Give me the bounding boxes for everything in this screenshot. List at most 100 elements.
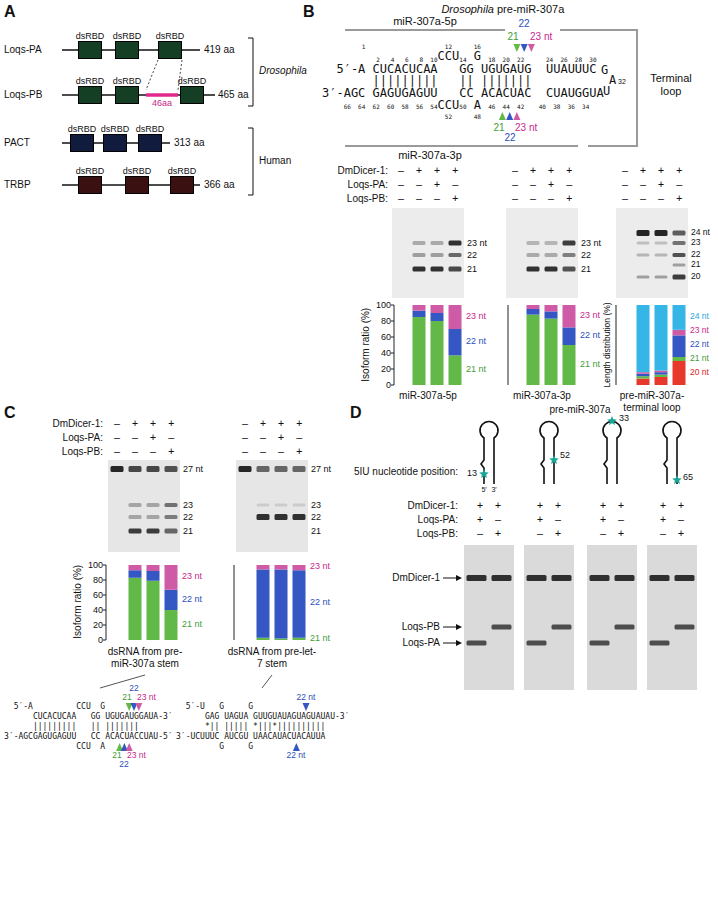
gel-band bbox=[615, 575, 635, 581]
figure-label: 21 bbox=[183, 526, 193, 536]
figure-label: miR-307a-5p bbox=[393, 15, 457, 28]
bar-segment bbox=[413, 317, 426, 385]
figure-label: 366 aa bbox=[204, 179, 235, 191]
sequence-text: U bbox=[603, 85, 610, 99]
bar-segment bbox=[129, 565, 142, 570]
figure-label: 465 aa bbox=[218, 89, 249, 101]
figure-label: PACT bbox=[4, 137, 30, 149]
cleavage-arrowhead bbox=[293, 743, 300, 751]
figure-label: Loqs-PB: bbox=[62, 446, 103, 458]
domain-label: dsRBD bbox=[156, 31, 185, 41]
figure-label: miR-307a-5p bbox=[399, 390, 457, 402]
gel-band bbox=[293, 504, 306, 507]
iodouracil-star bbox=[672, 475, 682, 484]
figure-label: 100 bbox=[376, 300, 391, 310]
gel-band bbox=[563, 241, 576, 246]
figure-label: 21 nt bbox=[690, 354, 709, 364]
figure-label: 80 bbox=[381, 316, 391, 326]
domain-label: dsRBD bbox=[113, 76, 142, 86]
hairpin-schematic bbox=[663, 422, 681, 484]
sequence-text: + + bbox=[660, 500, 684, 512]
gel-band bbox=[545, 241, 558, 245]
gel-band bbox=[147, 466, 160, 472]
gel-band bbox=[673, 264, 686, 267]
axis-line bbox=[508, 305, 509, 385]
gel-band bbox=[257, 466, 270, 472]
sequence-text: ||||||||| || ||||||| bbox=[4, 722, 139, 731]
axis-tick bbox=[391, 369, 394, 370]
gel-band bbox=[552, 575, 572, 581]
bar-segment bbox=[431, 321, 444, 385]
bar-segment bbox=[257, 638, 270, 640]
figure-label: 24 nt bbox=[691, 228, 710, 238]
axis-tick bbox=[103, 565, 106, 566]
sequence-text: – – – + bbox=[512, 193, 572, 205]
figure-label: Drosophila bbox=[441, 3, 494, 16]
gel-band bbox=[527, 241, 540, 245]
sequence-text: G G bbox=[176, 742, 253, 751]
figure-label: 52 bbox=[560, 450, 570, 460]
bar-segment bbox=[165, 590, 178, 610]
gel-band bbox=[655, 276, 668, 279]
domain-label: dsRBD bbox=[123, 166, 152, 176]
figure-label: Terminal loop bbox=[641, 72, 701, 97]
domain-label: dsRBD bbox=[101, 124, 130, 134]
sequence-text: CCU G bbox=[322, 50, 481, 64]
figure-label: 23 nt bbox=[310, 561, 330, 571]
gel-band bbox=[467, 575, 487, 581]
figure-label: 21 nt bbox=[310, 633, 330, 643]
figure-label: 27 nt bbox=[311, 464, 331, 474]
sequence-text: + – bbox=[537, 514, 561, 526]
cleavage-arrowhead bbox=[513, 44, 520, 52]
gel-image bbox=[616, 208, 688, 298]
gel-band bbox=[527, 575, 547, 581]
figure-label: 100 bbox=[88, 560, 103, 570]
gel-band bbox=[413, 253, 426, 257]
bar-segment bbox=[655, 305, 668, 371]
figure-label: DmDicer-1: bbox=[52, 418, 103, 430]
gel-band bbox=[563, 253, 576, 257]
axis-line bbox=[106, 565, 107, 640]
figure-label: 22 bbox=[467, 250, 477, 260]
figure-label: DmDicer-1: bbox=[337, 165, 388, 177]
bar-segment bbox=[673, 305, 686, 330]
gel-band bbox=[129, 529, 142, 534]
sequence-text: – – + – bbox=[114, 432, 174, 444]
bar-segment bbox=[413, 311, 426, 317]
figure-label: 46aa bbox=[152, 98, 172, 108]
figure-label: Loqs-PA bbox=[4, 44, 42, 56]
panel-letter: A bbox=[4, 3, 16, 21]
gel-band bbox=[650, 575, 670, 581]
gel-band bbox=[590, 641, 610, 646]
bar-segment bbox=[165, 565, 178, 590]
figure-label: 22 nt bbox=[287, 751, 306, 761]
bar-segment bbox=[275, 565, 288, 570]
bar-segment bbox=[129, 578, 142, 640]
arm-bracket bbox=[345, 29, 505, 31]
gel-image bbox=[236, 460, 308, 552]
figure-label: 3′ bbox=[491, 486, 496, 494]
figure-label: 21 bbox=[467, 264, 477, 274]
domain-label: dsRBD bbox=[76, 76, 105, 86]
figure-label: 23 bbox=[183, 500, 193, 510]
sequence-text: 3′-AGCGAGUGAGUU CC ACACUACCUAU-5′ bbox=[4, 732, 173, 741]
group-bracket bbox=[248, 38, 253, 106]
figure-label: 22 nt bbox=[182, 594, 202, 604]
sequence-text: – + + + bbox=[512, 165, 572, 177]
gel-band bbox=[655, 230, 668, 236]
sequence-text: – – – + bbox=[398, 193, 458, 205]
bar-segment bbox=[545, 305, 558, 311]
bar-segment bbox=[673, 330, 686, 336]
figure-label: 21 bbox=[493, 122, 504, 134]
domain-label: dsRBD bbox=[113, 31, 142, 41]
sequence-text: – – + – bbox=[622, 179, 682, 191]
figure-label: 23 nt bbox=[515, 122, 537, 134]
figure-label: 27 nt bbox=[183, 464, 203, 474]
figure-label: pre-miR-307a bbox=[549, 404, 610, 416]
gel-band bbox=[563, 267, 576, 272]
axis-tick bbox=[103, 610, 106, 611]
gel-band bbox=[673, 253, 686, 257]
bar-segment bbox=[673, 335, 686, 357]
bar-segment bbox=[431, 305, 444, 313]
bar-segment bbox=[527, 309, 540, 315]
